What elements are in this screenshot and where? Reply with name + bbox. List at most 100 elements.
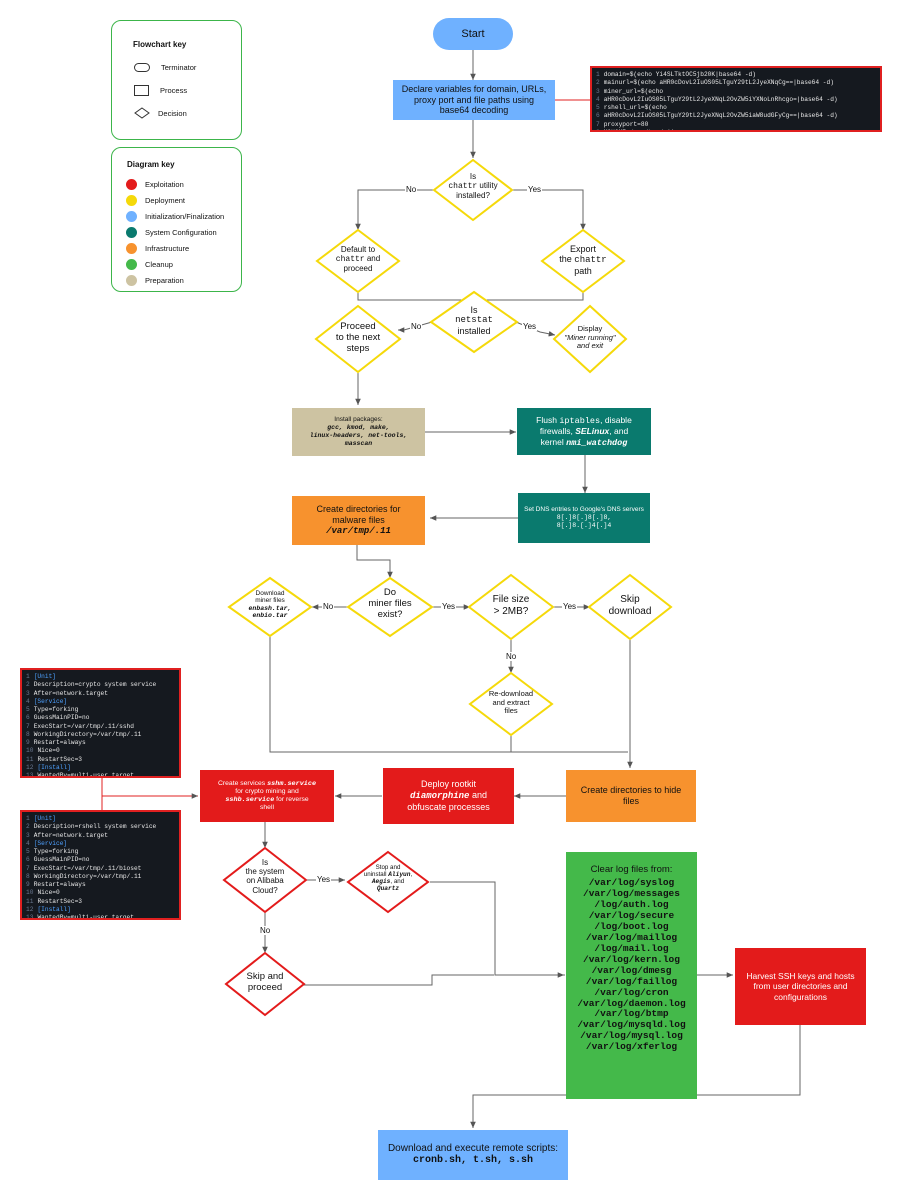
log-file-path: /var/log/messages	[583, 888, 680, 900]
log-file-path: /var/log/daemon.log	[577, 997, 686, 1009]
process-icon	[134, 85, 149, 96]
stop-uninstall-text: Stop and uninstall Aliyun, Aegis, and Qu…	[363, 864, 413, 893]
flowchart-key-title: Flowchart key	[133, 40, 187, 49]
chattr-decision-text: Is chattr utility installed?	[448, 172, 498, 201]
redownload-text: Re-download and extract files	[488, 689, 534, 716]
code-line: 4[Service]	[26, 839, 68, 847]
key-process-label: Process	[160, 86, 188, 95]
log-file-path: /var/log/btmp	[594, 1008, 669, 1020]
redownload-shape	[468, 671, 554, 737]
install-packages-process: Install packages: gcc, kmod, make, linux…	[292, 408, 425, 456]
log-file-path: /var/log/syslog	[588, 877, 675, 889]
log-file-path: /log/boot.log	[594, 921, 669, 933]
skip-download-text: Skip download	[608, 594, 652, 617]
netstat-decision-text: Is netstat installed	[455, 305, 493, 336]
chattr-yes-label: Yes	[527, 185, 543, 194]
log-file-path: /var/log/maillog	[585, 932, 678, 943]
create-services-process: Create services sshm.service for crypto …	[200, 770, 334, 822]
proceed-next-shape	[314, 304, 402, 374]
size-decision-text: File size > 2MB?	[492, 594, 530, 617]
size-yes-label: Yes	[562, 602, 578, 611]
color-swatch-icon	[126, 211, 137, 222]
log-file-path: /var/log/xferlog	[585, 1041, 678, 1053]
skip-download-shape	[587, 573, 673, 641]
proceed-next-text: Proceed to the next steps	[335, 321, 381, 354]
download-miner-text: Download miner files enbash.tar, enbio.t…	[248, 590, 292, 620]
miner-yes-label: Yes	[441, 602, 457, 611]
code-line: 4[Service]	[26, 697, 68, 705]
miner-decision-shape	[346, 576, 434, 638]
diagram-key-item: System Configuration	[126, 227, 217, 238]
create-dirs-process: Create directories for malware files /va…	[292, 496, 425, 545]
color-swatch-icon	[126, 259, 137, 270]
alibaba-no-label: No	[259, 926, 272, 935]
clear-logs-title: Clear log files from:	[590, 864, 673, 875]
diagram-key-title: Diagram key	[127, 160, 175, 169]
download-miner-shape	[227, 576, 313, 638]
code-line: 8MOHOME=/var/tmp/.11	[596, 129, 876, 130]
miner-decision-text: Do miner files exist?	[368, 587, 412, 620]
display-miner-shape	[552, 304, 628, 374]
harvest-ssh-process: Harvest SSH keys and hosts from user dir…	[735, 948, 866, 1025]
log-file-path: /log/mail.log	[594, 942, 669, 954]
diagram-key-item: Initialization/Finalization	[126, 211, 224, 222]
log-file-path: /var/log/mysql.log	[580, 1030, 683, 1042]
skip-proceed-text: Skip and proceed	[246, 971, 284, 993]
color-swatch-icon	[126, 227, 137, 238]
log-file-path: /var/log/cron	[594, 986, 669, 998]
alibaba-yes-label: Yes	[316, 875, 332, 884]
diagram-key-item: Deployment	[126, 195, 185, 206]
log-file-path: /log/auth.log	[594, 899, 669, 911]
key-terminator-label: Terminator	[161, 63, 197, 72]
log-file-path: /var/log/dmesg	[591, 964, 672, 976]
netstat-yes-label: Yes	[522, 322, 538, 331]
default-chattr-shape	[315, 228, 401, 294]
hide-dirs-process: Create directories to hide files	[566, 770, 696, 822]
log-file-path: /var/log/mysqld.log	[577, 1019, 686, 1031]
default-chattr-text: Default to chattr and proceed	[335, 245, 381, 274]
dns-entries-process: Set DNS entries to Google's DNS servers …	[518, 493, 650, 543]
code-line: 12[Install]	[26, 905, 71, 913]
code-line: 1[Unit]	[26, 673, 56, 680]
key-process: Process	[134, 85, 187, 96]
log-file-path: /var/log/faillog	[585, 975, 678, 987]
color-swatch-icon	[126, 179, 137, 190]
flowchart-key-panel: Flowchart key Terminator Process Decisio…	[111, 20, 242, 140]
alibaba-decision-shape	[222, 846, 308, 914]
diagram-key-item: Cleanup	[126, 259, 173, 270]
flush-iptables-process: Flush iptables, disable firewalls, SELin…	[517, 408, 651, 455]
chattr-decision-shape	[432, 158, 514, 222]
log-file-path: /var/log/kern.log	[583, 953, 680, 965]
start-terminator: Start	[433, 18, 513, 50]
deploy-rootkit-process: Deploy rootkit diamorphine and obfuscate…	[383, 768, 514, 824]
size-decision-shape	[467, 573, 555, 641]
key-terminator: Terminator	[134, 63, 196, 72]
diagram-key-item: Infrastructure	[126, 243, 189, 254]
diagram-key-label: Preparation	[145, 276, 184, 285]
